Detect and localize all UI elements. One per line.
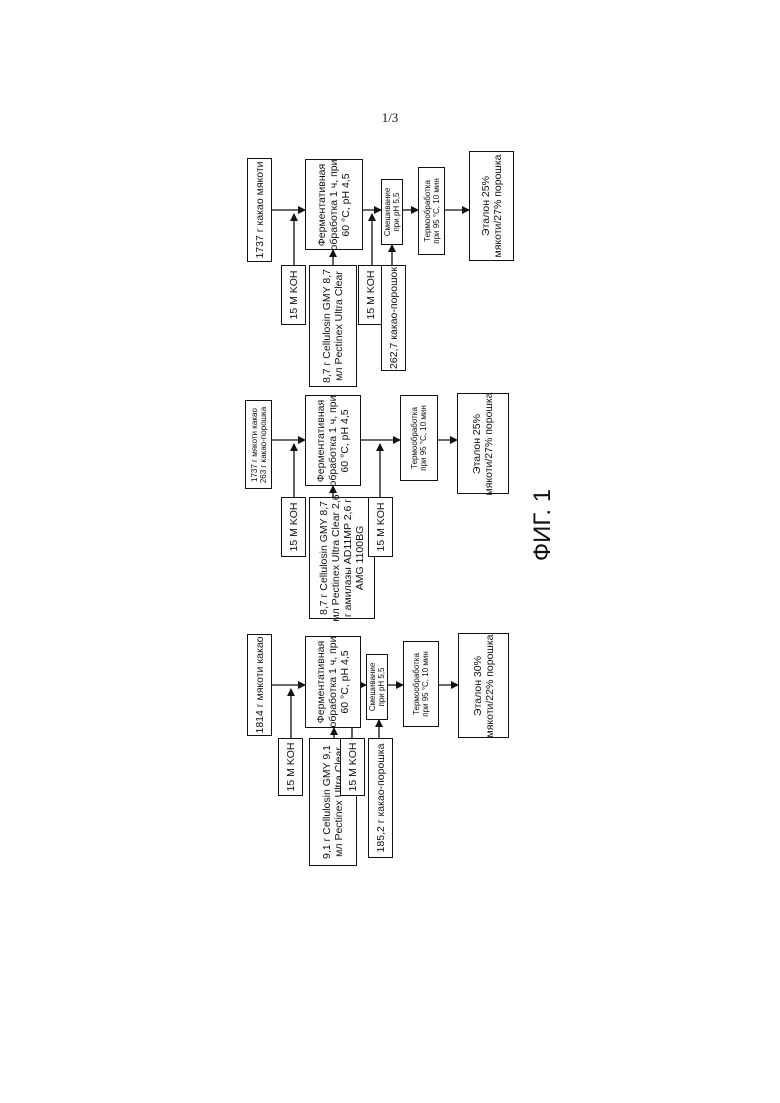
- flow3-treatment-box: Ферментативная обработка 1 ч, при 60 °C,…: [305, 636, 361, 728]
- flow1-koh1-box: 15 M KOH: [281, 265, 306, 325]
- flow2-koh1-text: 15 M KOH: [287, 502, 299, 551]
- flow1-treatment-text: Ферментативная обработка 1 ч, при 60 °C,…: [316, 159, 352, 250]
- flow1-powder-box: 262,7 какао-порошок: [381, 265, 406, 371]
- flow3-result-box: Эталон 30% мякоти/22% порошка: [458, 633, 509, 738]
- flow2-enzymes-box: 8,7 г Cellulosin GMY 8,7 мл Pectinex Ult…: [309, 497, 375, 619]
- flow2-start-text: 1737 г мякоти какао 263 г какао-порошка: [249, 406, 267, 482]
- figure-caption: ФИГ. 1: [528, 485, 558, 565]
- flow3-powder-box: 185,2 г какао-порошка: [368, 738, 393, 858]
- flow1-koh1-text: 15 M KOH: [287, 270, 299, 319]
- flow3-mixing-box: Смешивание при pH 5,5: [366, 654, 388, 720]
- flow2-koh2-text: 15 M KOH: [374, 502, 386, 551]
- flow1-enzymes-box: 8,7 г Cellulosin GMY 8,7 мл Pectinex Ult…: [309, 265, 357, 387]
- flow1-enzymes-text: 8,7 г Cellulosin GMY 8,7 мл Pectinex Ult…: [321, 269, 345, 383]
- flow3-mixing-text: Смешивание при pH 5,5: [368, 663, 386, 712]
- flow3-treatment-text: Ферментативная обработка 1 ч, при 60 °C,…: [315, 637, 351, 728]
- flow1-mixing-text: Смешивание при pH 5,5: [383, 188, 401, 237]
- flow3-koh2-box: 15 M KOH: [340, 738, 365, 796]
- flow2-result-text: Эталон 25% мякоти/27% порошка: [471, 392, 495, 495]
- flow2-treatment-text: Ферментативная обработка 1 ч, при 60 °C,…: [315, 395, 351, 486]
- flow1-start-box: 1737 г какао мякоти: [247, 158, 272, 262]
- flow1-koh2-text: 15 M KOH: [364, 270, 376, 319]
- flow1-treatment-box: Ферментативная обработка 1 ч, при 60 °C,…: [305, 159, 363, 250]
- flow1-heat-text: Термообработка при 95 °C, 10 мин: [422, 178, 440, 244]
- flow1-koh2-box: 15 M KOH: [358, 265, 383, 325]
- flow3-koh1-text: 15 M KOH: [284, 742, 296, 791]
- flow2-enzymes-text: 8,7 г Cellulosin GMY 8,7 мл Pectinex Ult…: [318, 494, 366, 621]
- flow2-treatment-box: Ферментативная обработка 1 ч, при 60 °C,…: [305, 395, 361, 486]
- flow3-powder-text: 185,2 г какао-порошка: [374, 744, 386, 853]
- flow2-koh2-box: 15 M KOH: [368, 497, 393, 557]
- flow2-heat-box: Термообработка при 95 °C, 10 мин: [400, 395, 438, 481]
- flow3-result-text: Эталон 30% мякоти/22% порошка: [471, 634, 495, 737]
- flow1-mixing-box: Смешивание при pH 5,5: [381, 179, 403, 245]
- flow3-start-box: 1814 г мякоти какао: [247, 634, 272, 736]
- flow1-result-box: Эталон 25% мякоти/27% порошка: [469, 151, 514, 261]
- flow3-start-text: 1814 г мякоти какао: [253, 636, 265, 733]
- flow3-heat-box: Термообработка при 95 °C, 10 мин: [403, 641, 439, 727]
- flow3-heat-text: Термообработка при 95 °C, 10 мин: [412, 651, 430, 717]
- flow3-koh1-box: 15 M KOH: [278, 738, 303, 796]
- flow1-heat-box: Термообработка при 95 °C, 10 мин: [418, 167, 445, 255]
- flow2-start-box: 1737 г мякоти какао 263 г какао-порошка: [245, 400, 272, 489]
- flow1-powder-text: 262,7 какао-порошок: [387, 267, 399, 369]
- flow1-start-text: 1737 г какао мякоти: [253, 161, 265, 258]
- flow2-koh1-box: 15 M KOH: [281, 497, 306, 557]
- flow2-result-box: Эталон 25% мякоти/27% порошка: [457, 393, 509, 494]
- flow3-koh2-text: 15 M KOH: [346, 742, 358, 791]
- flow2-heat-text: Термообработка при 95 °C, 10 мин: [410, 405, 428, 471]
- flow1-result-text: Эталон 25% мякоти/27% порошка: [479, 154, 503, 257]
